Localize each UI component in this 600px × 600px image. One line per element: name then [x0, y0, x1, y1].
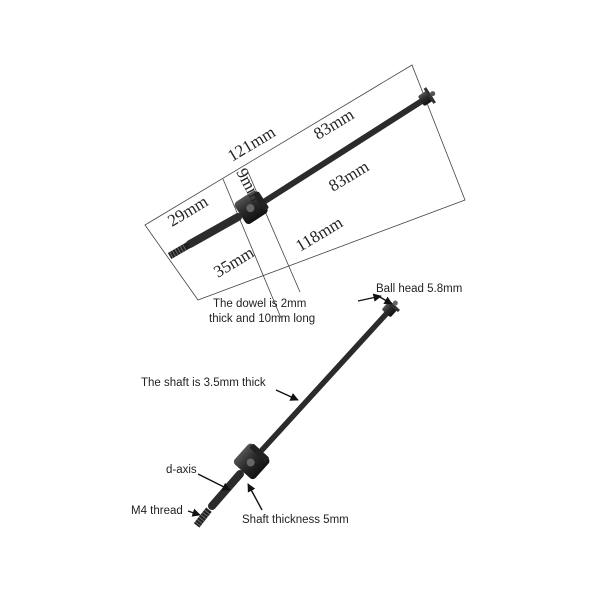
callout-shaft-thickness: Shaft thickness 5mm: [242, 514, 349, 526]
bottom-stub-shaft: [208, 470, 244, 510]
dimension-frame: [144, 64, 466, 301]
leader-shaft-thickness: [247, 483, 263, 511]
leader-dowel: [357, 293, 382, 302]
label-stub-length: 29mm: [164, 192, 211, 231]
label-stub-total: 35mm: [210, 243, 257, 282]
leader-m4-thread: [187, 508, 201, 517]
top-main-cup: [234, 191, 269, 224]
top-threaded-end: [167, 241, 191, 260]
callout-shaft: The shaft is 3.5mm thick: [141, 377, 266, 389]
leader-d-axis: [197, 473, 231, 491]
top-end-cup: [418, 87, 436, 106]
top-stub-shaft: [186, 213, 242, 248]
bottom-main-cup: [233, 443, 270, 480]
label-upper-shaft: 83mm: [310, 105, 357, 144]
label-lower-shaft: 83mm: [325, 157, 372, 196]
callout-dowel-line1: The dowel is 2mm: [213, 298, 306, 310]
frame-divider-cup: [247, 171, 301, 293]
top-shaft-assembly: [167, 87, 436, 260]
frame-divider-main: [222, 178, 282, 319]
bottom-long-shaft: [259, 309, 391, 453]
callout-dowel-line2: thick and 10mm long: [209, 313, 315, 325]
bottom-diagram: Ball head 5.8mm The dowel is 2mm thick a…: [131, 283, 462, 528]
top-diagram: 121mm 83mm 83mm 9mm 29mm 35mm 118mm: [144, 64, 466, 319]
top-long-shaft: [259, 96, 428, 206]
leader-ball-head: [377, 295, 393, 305]
callout-ball-head: Ball head 5.8mm: [376, 283, 462, 295]
label-assembled-length: 118mm: [292, 213, 346, 256]
label-total-length: 121mm: [224, 122, 278, 165]
callout-m4-thread: M4 thread: [131, 505, 183, 517]
callout-d-axis: d-axis: [166, 464, 197, 476]
bottom-threaded-end: [193, 507, 212, 528]
leader-shaft: [275, 389, 299, 401]
